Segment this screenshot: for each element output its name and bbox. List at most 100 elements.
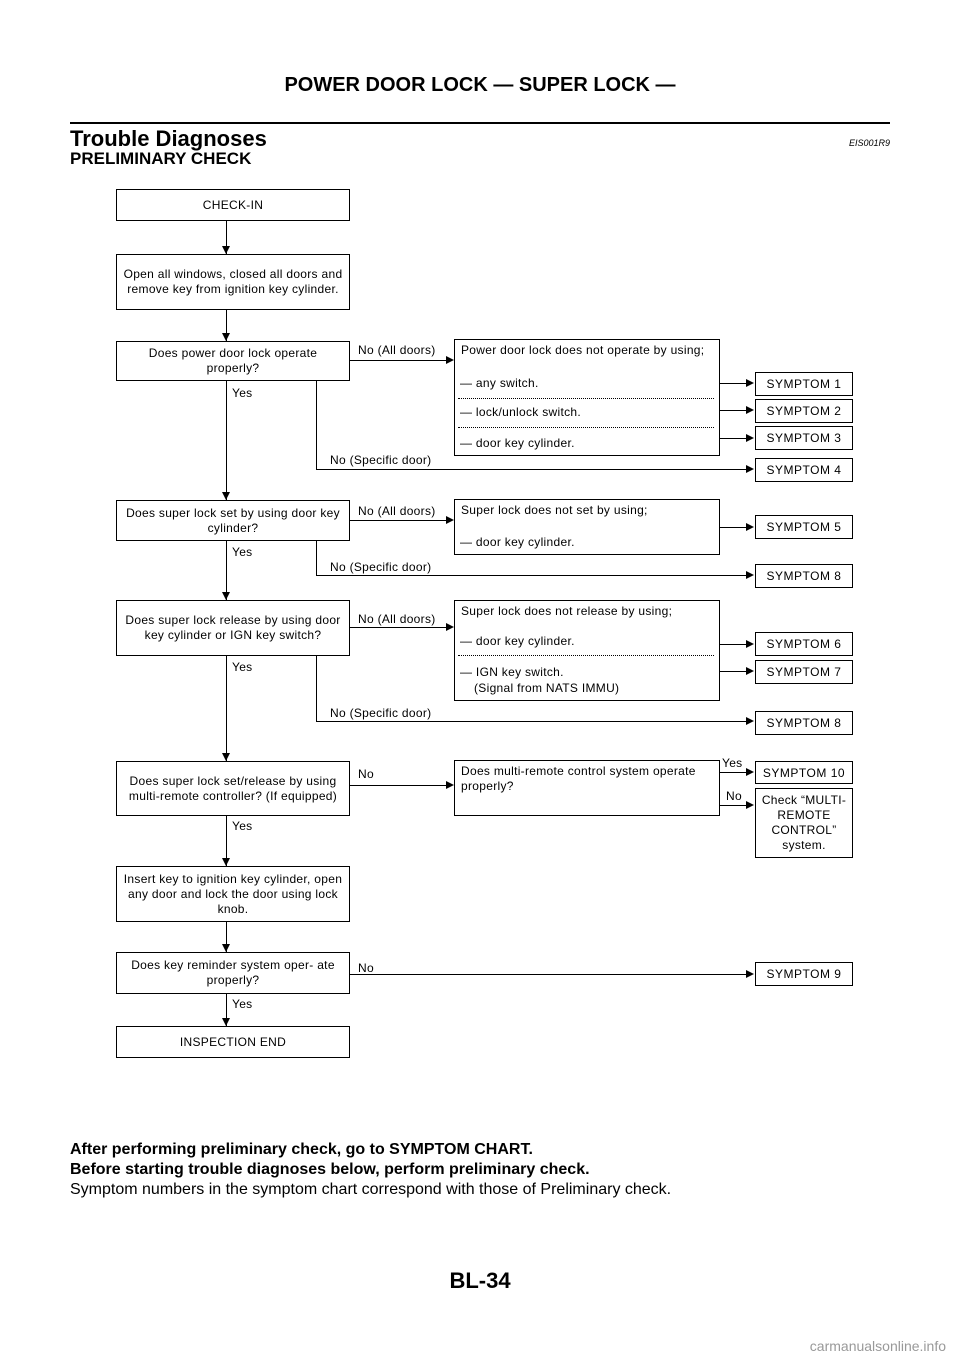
yes-label: Yes <box>232 819 253 833</box>
result-item: — door key cylinder. <box>460 634 575 648</box>
question-super-lock-release-box: Does super lock release by using door ke… <box>116 600 350 656</box>
result-title: Power door lock does not operate by usin… <box>461 343 705 357</box>
arrow-right <box>746 640 754 648</box>
arrow-right <box>746 434 754 442</box>
connector-line <box>720 772 746 773</box>
arrow-right <box>746 523 754 531</box>
no-all-doors-label: No (All doors) <box>358 504 436 518</box>
result-super-lock-release-box: Super lock does not release by using; <box>454 600 720 701</box>
header-rule <box>70 122 890 124</box>
result-super-lock-set-box: Super lock does not set by using; <box>454 499 720 555</box>
note-line-1: After performing preliminary check, go t… <box>70 1141 533 1158</box>
specific-door-line <box>316 656 317 722</box>
arrow-right <box>446 516 454 524</box>
connector-line <box>316 469 746 470</box>
dotted-divider <box>458 398 714 399</box>
result-power-door-lock-box: Power door lock does not operate by usin… <box>454 339 720 456</box>
symptom-10-box: SYMPTOM 10 <box>755 761 853 784</box>
connector-line <box>350 520 446 521</box>
arrow-down <box>222 333 230 341</box>
connector-line <box>350 627 446 628</box>
dotted-divider <box>458 655 714 656</box>
arrow-down <box>222 492 230 500</box>
result-item-note: (Signal from NATS IMMU) <box>474 681 620 695</box>
question-key-reminder-box: Does key reminder system oper- ate prope… <box>116 952 350 994</box>
result-title: Super lock does not release by using; <box>461 604 673 618</box>
specific-door-line <box>316 541 317 576</box>
symptom-4-box: SYMPTOM 4 <box>755 458 853 482</box>
yes-label: Yes <box>232 660 253 674</box>
symptom-8-box: SYMPTOM 8 <box>755 564 853 588</box>
connector-line <box>720 644 746 645</box>
arrow-right <box>746 406 754 414</box>
no-specific-door-label: No (Specific door) <box>330 706 432 720</box>
subsection-title: PRELIMINARY CHECK <box>70 149 252 168</box>
no-specific-door-label: No (Specific door) <box>330 453 432 467</box>
yes-label: Yes <box>232 997 253 1011</box>
arrow-right <box>746 970 754 978</box>
no-label: No <box>726 789 742 803</box>
result-item: — IGN key switch. <box>460 665 564 679</box>
result-item: — door key cylinder. <box>460 535 575 549</box>
connector-line <box>350 360 446 361</box>
arrow-right <box>746 465 754 473</box>
insert-key-box: Insert key to ignition key cylinder, ope… <box>116 866 350 922</box>
connector-line <box>720 410 746 411</box>
arrow-right <box>746 379 754 387</box>
arrow-right <box>446 356 454 364</box>
result-item: — lock/unlock switch. <box>460 405 582 419</box>
footer-watermark: carmanualsonline.info <box>809 1338 946 1354</box>
section-title: Trouble Diagnoses <box>70 126 267 151</box>
arrow-right <box>746 801 754 809</box>
no-specific-door-label: No (Specific door) <box>330 560 432 574</box>
arrow-right <box>446 781 454 789</box>
arrow-down <box>222 246 230 254</box>
no-label: No <box>358 767 374 781</box>
arrow-right <box>746 717 754 725</box>
specific-door-line <box>316 380 317 470</box>
connector-line <box>720 527 746 528</box>
arrow-right <box>746 768 754 776</box>
yes-label: Yes <box>232 545 253 559</box>
connector-line <box>720 438 746 439</box>
symptom-3-box: SYMPTOM 3 <box>755 426 853 450</box>
note-line-3: Symptom numbers in the symptom chart cor… <box>70 1181 672 1198</box>
symptom-9-box: SYMPTOM 9 <box>755 962 853 986</box>
symptom-8-box: SYMPTOM 8 <box>755 711 853 735</box>
no-all-doors-label: No (All doors) <box>358 343 436 357</box>
symptom-2-box: SYMPTOM 2 <box>755 399 853 423</box>
connector-line <box>350 974 746 975</box>
result-title: Super lock does not set by using; <box>461 503 648 517</box>
check-in-box: CHECK-IN <box>116 189 350 221</box>
symptom-1-box: SYMPTOM 1 <box>755 372 853 396</box>
connector-line <box>316 575 746 576</box>
arrow-down <box>222 858 230 866</box>
note-line-2: Before starting trouble diagnoses below,… <box>70 1161 590 1178</box>
result-item: — door key cylinder. <box>460 436 575 450</box>
arrow-down <box>222 944 230 952</box>
question-multi-remote-box: Does super lock set/release by using mul… <box>116 761 350 816</box>
arrow-right <box>746 667 754 675</box>
no-label: No <box>358 961 374 975</box>
open-windows-box: Open all windows, closed all doors and r… <box>116 254 350 310</box>
arrow-down <box>222 592 230 600</box>
symptom-6-box: SYMPTOM 6 <box>755 632 853 656</box>
question-super-lock-set-box: Does super lock set by using door key cy… <box>116 500 350 541</box>
no-all-doors-label: No (All doors) <box>358 612 436 626</box>
section-code: EIS001R9 <box>848 138 890 148</box>
connector-line <box>720 383 746 384</box>
result-multi-remote-box: Does multi-remote control system operate… <box>454 760 720 816</box>
arrow-down <box>222 753 230 761</box>
arrow-right <box>446 623 454 631</box>
symptom-5-box: SYMPTOM 5 <box>755 515 853 539</box>
arrow-right <box>746 571 754 579</box>
arrow-down <box>222 1018 230 1026</box>
page-header-title: POWER DOOR LOCK — SUPER LOCK — <box>284 74 676 96</box>
check-multi-remote-box: Check “MULTI- REMOTE CONTROL” system. <box>755 788 853 858</box>
inspection-end-box: INSPECTION END <box>116 1026 350 1058</box>
question-power-door-lock-box: Does power door lock operate properly? <box>116 341 350 381</box>
yes-label: Yes <box>232 386 253 400</box>
connector-line <box>350 785 446 786</box>
symptom-7-box: SYMPTOM 7 <box>755 660 853 684</box>
result-item: — any switch. <box>460 376 539 390</box>
